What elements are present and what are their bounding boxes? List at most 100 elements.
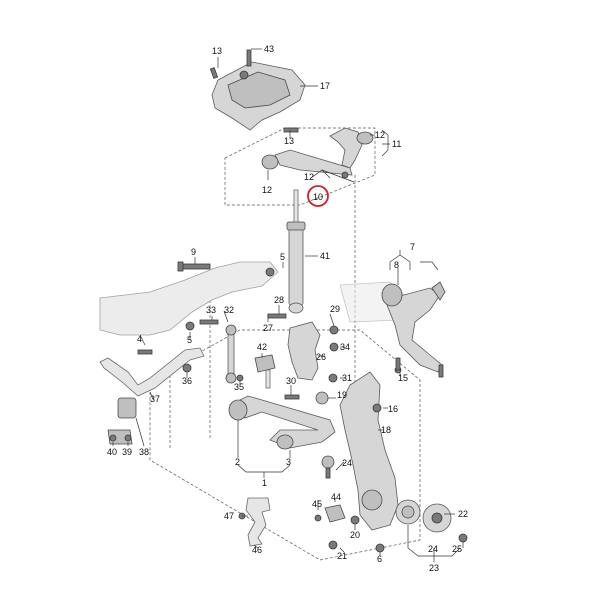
part-31-nut [328,373,338,383]
callout-2: 2 [235,457,240,467]
callout-25: 25 [452,544,462,554]
callout-37: 37 [150,394,160,404]
part-11-upper-arm-rear [329,127,363,169]
callout-42: 42 [257,342,267,352]
part-25-bolt [458,533,468,543]
part-9-bolt-head [177,261,184,272]
part-24-ball-joint [321,455,335,469]
callout-17: 17 [320,81,330,91]
part-10-ball-joint [341,171,349,179]
part-16-nut [372,403,382,413]
part-39-bolt [124,434,132,442]
callout-46: 46 [252,545,262,555]
part-12-bushing-a [356,131,374,145]
callout-11: 11 [392,139,401,149]
part-37-stabilizer-bar [99,347,205,397]
part-7-ball-joint [431,281,446,301]
part-41-shock-top-collar [286,221,306,231]
subframe [99,261,279,336]
callout-16: 16 [388,404,398,414]
assembly-outline-lower [149,329,421,561]
part-24-stud [325,467,331,479]
part-8-bushing [381,283,403,307]
part-21-nut [328,540,338,550]
callout-13: 13 [212,46,222,56]
part-18-wheel-carrier [339,371,399,531]
part-35-sensor-link [265,369,271,389]
callout-26: 26 [316,352,326,362]
assembly-outline-left [169,300,211,450]
callout-23: 23 [429,563,439,573]
callout-47: 47 [224,511,234,521]
callout-36: 36 [182,376,192,386]
part-10-upper-arm [274,149,353,176]
callout-15: 15 [398,373,408,383]
callout-32: 32 [224,305,234,315]
part-3-bushing [276,434,294,450]
part-36-nut [182,363,192,373]
callout-40: 40 [107,447,117,457]
callout-39: 39 [122,447,132,457]
callout-34: 34 [340,342,350,352]
part-32-link-top-joint [225,324,237,336]
callout-5: 5 [187,335,192,345]
part-42-level-sensor [254,354,276,373]
callout-27: 27 [263,323,273,333]
part-34-nut [329,342,339,352]
part-17-detail [227,71,291,109]
callout-12: 12 [375,130,385,140]
highlight-ring [307,185,329,207]
callout-38: 38 [139,447,149,457]
callout-22: 22 [458,509,468,519]
callout-labels: 13 43 17 13 12 11 12 12 10 9 5 41 7 8 33… [107,44,468,573]
part-18-carrier-bore [361,489,383,511]
part-46-bracket [245,497,271,547]
part-9-bolt [179,263,211,270]
callout-3: 3 [286,457,291,467]
callout-18: 18 [381,425,391,435]
callout-12: 12 [262,185,272,195]
callout-41: 41 [320,251,330,261]
callout-30: 30 [286,376,296,386]
part-41-shock-body [288,224,304,306]
part-12-bushing-b [261,154,279,170]
callout-28: 28 [274,295,284,305]
callout-45: 45 [312,499,322,509]
callout-7: 7 [410,242,415,252]
part-2-bushing [228,399,248,421]
callout-4: 4 [137,334,142,344]
callout-6: 6 [377,554,382,564]
part-40-bolt [109,434,117,442]
part-2-lower-arm [229,395,336,449]
part-17-bolt-hole [239,70,249,80]
callout-31: 31 [342,373,352,383]
callout-24: 24 [342,458,352,468]
part-5-nut-b [185,321,195,331]
part-13-bolt-a [209,67,219,79]
part-45-bolt [314,514,322,522]
callout-1: 1 [262,478,267,488]
part-4-bolt [137,349,153,355]
part-38-bushing-block [117,397,137,419]
callout-29: 29 [330,304,340,314]
part-6-nut [375,543,385,553]
part-32-link-bottom-joint [225,372,237,384]
part-22-hub-center [431,512,443,524]
part-15-bolt-shaft [395,357,401,371]
callout-20: 20 [350,530,360,540]
callout-10: 10 [313,192,323,202]
part-13-bolt-b [283,127,299,133]
callout-21: 21 [337,551,347,561]
leader-lines [112,48,464,562]
part-27-bolt [267,313,287,319]
callout-43: 43 [264,44,274,54]
callout-35: 35 [234,382,244,392]
callout-12: 12 [304,172,314,182]
part-41-shock-eye [288,302,304,314]
part-44-clip [324,504,346,523]
part-7-stud [438,364,444,378]
part-19-bushing [315,391,329,405]
part-32-stabilizer-link [227,327,235,381]
callout-33: 33 [206,305,216,315]
